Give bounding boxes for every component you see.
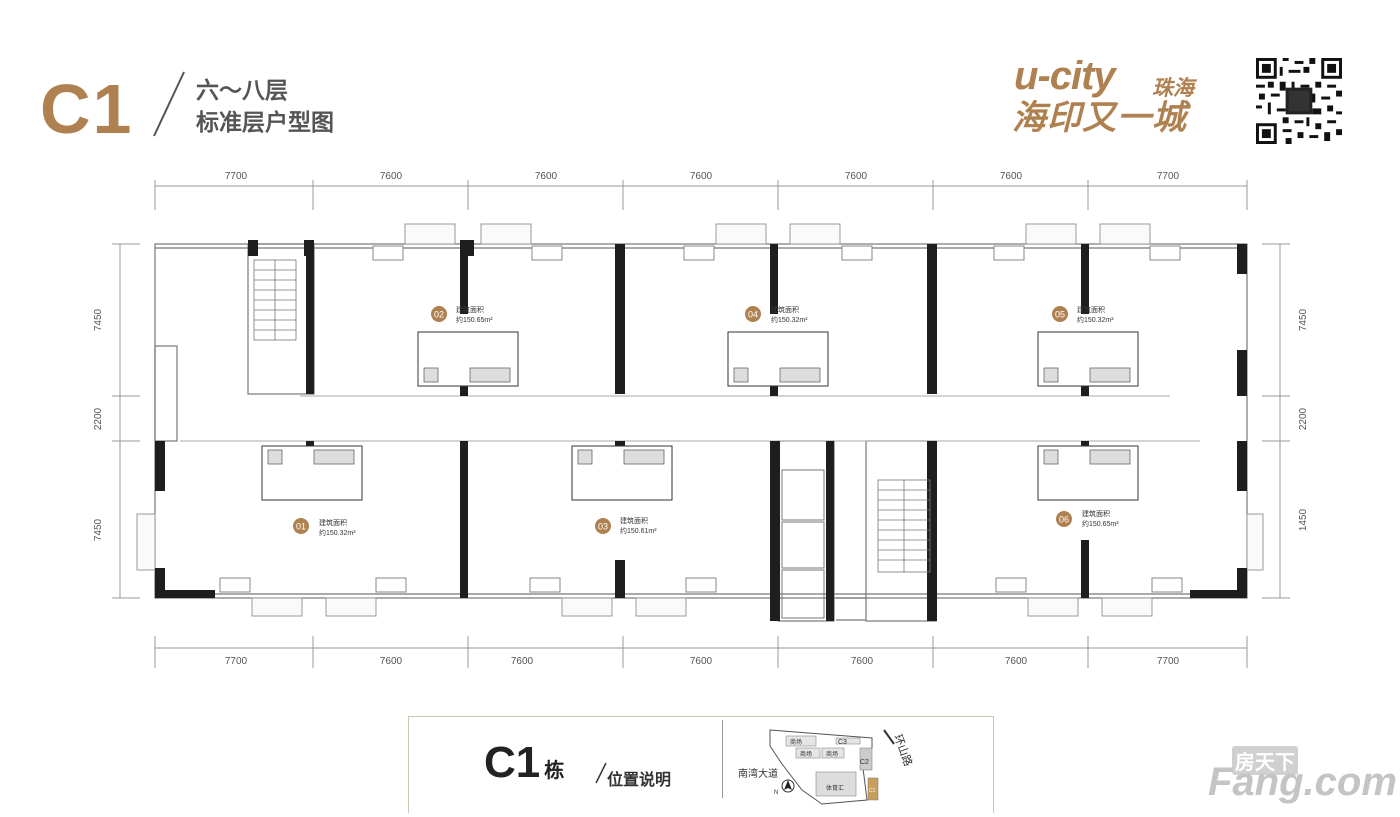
dimension-labels-top: 7700 7600 7600 7600 7600 7600 7700	[225, 171, 1180, 182]
dim-left-1: 7450	[93, 308, 104, 331]
stair-left	[253, 259, 297, 341]
unit-03-label: 建筑面积	[620, 516, 648, 525]
plan-title: 标准层户型图	[196, 109, 334, 135]
location-divider	[595, 762, 607, 784]
unit-05-area: 约150.32m²	[1077, 315, 1114, 324]
dimension-labels-bottom: 7700 7600 7600 7600 7600 7600 7700	[225, 656, 1180, 667]
unit-05-number: 05	[1055, 310, 1065, 320]
dimension-labels-left: 7450 2200 7450	[93, 308, 104, 541]
bathroom-fixtures	[267, 367, 1131, 465]
map-road-south: 南湾大道	[738, 767, 778, 780]
window-units	[219, 245, 1183, 593]
elevator-shafts	[781, 469, 825, 619]
location-building-suffix: 栋	[544, 760, 565, 782]
north-arrow-icon: N	[774, 779, 795, 796]
dim-top-6: 7600	[1000, 171, 1023, 182]
dim-bottom-2: 7600	[380, 656, 403, 667]
dim-bottom-1: 7700	[225, 656, 248, 667]
unit-01-label: 建筑面积	[319, 518, 347, 527]
unit-03-number: 03	[598, 522, 608, 532]
dim-left-3: 7450	[93, 518, 104, 541]
dimension-lines	[119, 185, 1281, 649]
bathrooms	[261, 331, 1139, 501]
floor-range: 六～八层	[196, 77, 288, 103]
dimension-ticks	[112, 180, 1290, 668]
map-stadium: 体育汇	[826, 784, 844, 792]
unit-06-number: 06	[1059, 515, 1069, 525]
map-north: N	[774, 790, 778, 796]
unit-02: 02 建筑面积 约150.65m²	[431, 305, 493, 324]
unit-05: 05 建筑面积 约150.32m²	[1052, 305, 1114, 324]
dim-bottom-5: 7600	[851, 656, 874, 667]
unit-04: 04 建筑面积 约150.32m²	[745, 305, 808, 324]
dim-bottom-6: 7600	[1005, 656, 1028, 667]
dim-left-2: 2200	[93, 407, 104, 430]
dim-top-1: 7700	[225, 171, 248, 182]
map-mall-3: 商场	[826, 750, 838, 758]
dim-bottom-4: 7600	[690, 656, 713, 667]
dim-right-2: 2200	[1298, 407, 1309, 430]
unit-markers: 01 建筑面积 约150.32m² 02 建筑面积 约150.65m² 03 建…	[293, 305, 1119, 537]
balconies	[136, 223, 1264, 617]
unit-01-area: 约150.32m²	[319, 528, 356, 537]
title-divider	[153, 71, 185, 137]
unit-03-area: 约150.61m²	[620, 526, 657, 535]
brand-logo-city: 珠海	[1152, 77, 1194, 100]
watermark-cn: 房天下	[1232, 746, 1298, 775]
unit-06: 06 建筑面积 约150.65m²	[1056, 509, 1119, 528]
unit-04-number: 04	[748, 310, 758, 320]
dimension-labels-right: 7450 2200 1450	[1298, 308, 1309, 531]
dim-top-2: 7600	[380, 171, 403, 182]
unit-01-number: 01	[296, 522, 306, 532]
floor-title: 六～八层 标准层户型图	[196, 74, 334, 138]
location-building-code: C1	[484, 738, 541, 787]
unit-02-number: 02	[434, 310, 444, 320]
dim-top-7: 7700	[1157, 171, 1180, 182]
unit-05-label: 建筑面积	[1077, 305, 1105, 314]
dim-right-1: 7450	[1298, 308, 1309, 331]
map-c2: C2	[860, 759, 869, 766]
unit-04-area: 约150.32m²	[771, 315, 808, 324]
map-mall-1: 商场	[790, 738, 802, 746]
stair-center	[877, 479, 931, 573]
unit-06-label: 建筑面积	[1082, 509, 1110, 518]
dim-top-4: 7600	[690, 171, 713, 182]
location-panel	[408, 716, 994, 813]
qr-code-icon	[1256, 58, 1342, 144]
building-code: C1	[40, 70, 134, 148]
map-mall-2: 商场	[800, 750, 812, 758]
brand-logo-latin: u-city	[1014, 54, 1116, 98]
map-c1: C1	[869, 788, 876, 794]
location-title: 位置说明	[607, 772, 672, 789]
unit-06-area: 约150.65m²	[1082, 519, 1119, 528]
structural-walls	[155, 240, 1247, 621]
dim-top-5: 7600	[845, 171, 868, 182]
unit-04-label: 建筑面积	[771, 305, 799, 314]
watermark-latin: Fang.com	[1208, 760, 1397, 804]
unit-01: 01 建筑面积 约150.32m²	[293, 518, 356, 537]
map-road-east: 环山路	[891, 733, 915, 768]
unit-03: 03 建筑面积 约150.61m²	[595, 516, 657, 535]
site-key-map: 商场 商场 商场 C3 C2 C1 环山路 南湾大道 体育汇 N	[722, 720, 915, 805]
map-c3: C3	[838, 739, 847, 746]
corridor	[180, 395, 1200, 442]
unit-02-area: 约150.65m²	[456, 315, 493, 324]
unit-02-label: 建筑面积	[456, 305, 484, 314]
dim-bottom-7: 7700	[1157, 656, 1180, 667]
brand-logo-name: 海印又一城	[1012, 99, 1187, 137]
dim-bottom-3: 7600	[511, 656, 534, 667]
dim-right-3: 1450	[1298, 508, 1309, 531]
dim-top-3: 7600	[535, 171, 558, 182]
